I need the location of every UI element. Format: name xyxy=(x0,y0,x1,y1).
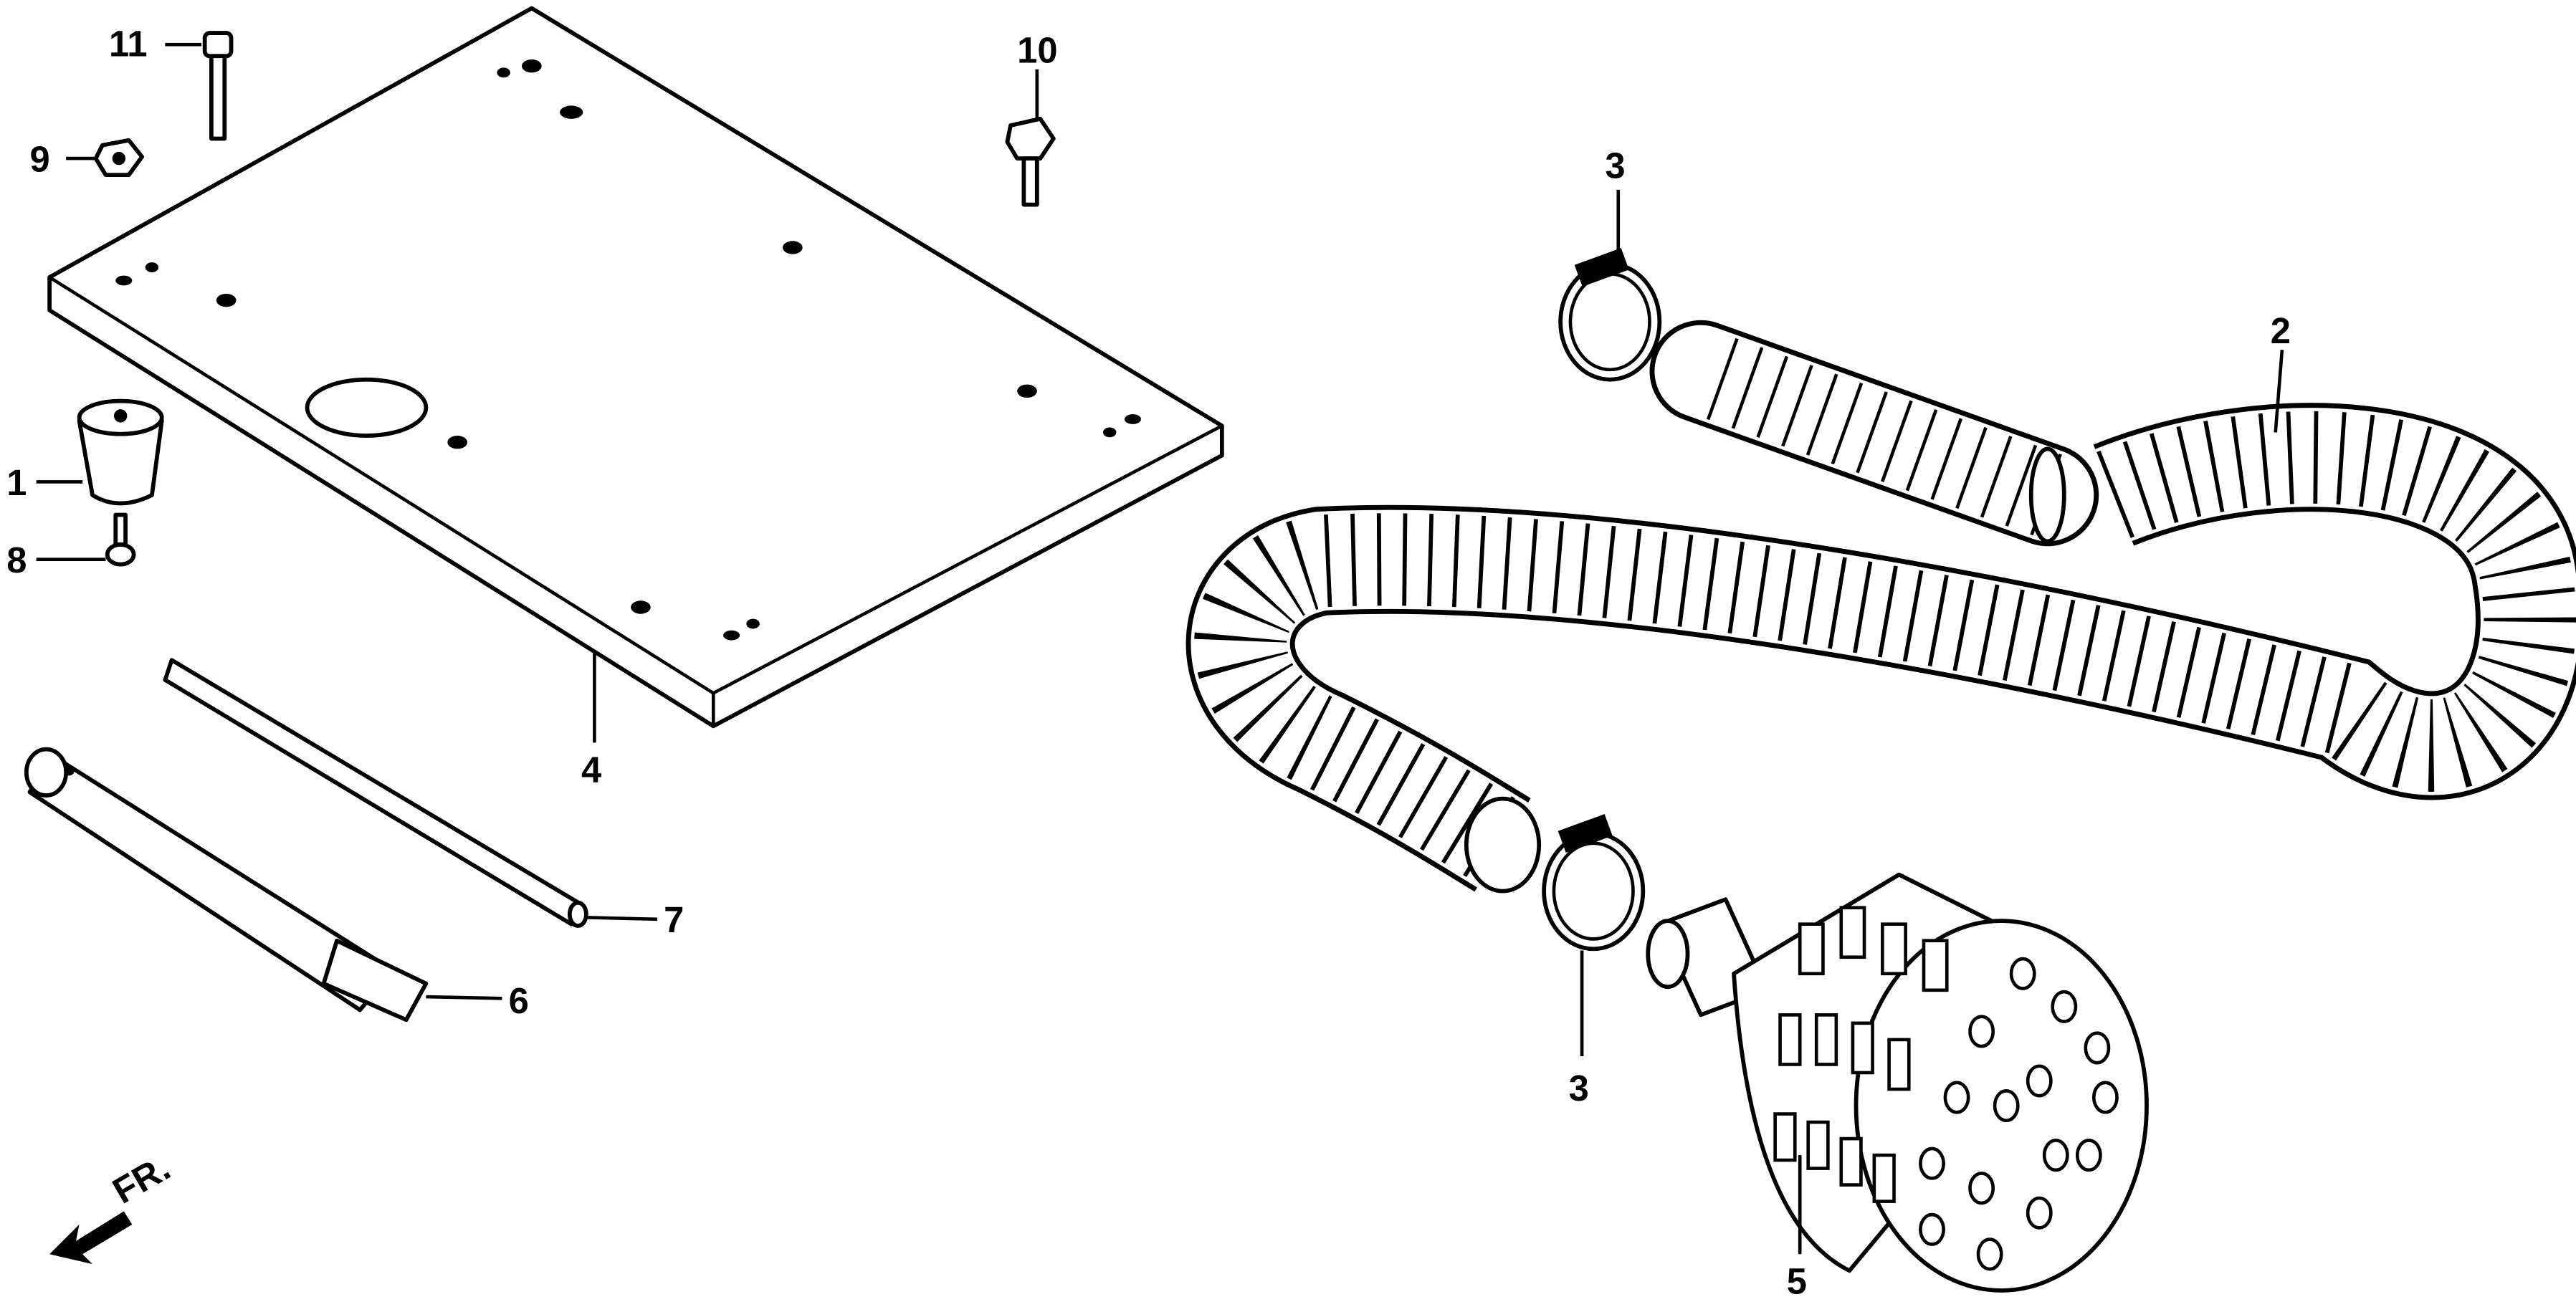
callout-7: 7 xyxy=(664,899,684,940)
rod-7 xyxy=(163,658,657,928)
bolt-11-icon xyxy=(165,31,234,141)
hose-clamp-top-icon xyxy=(1558,189,1662,382)
hose-clamp-bottom-icon xyxy=(1542,814,1646,1056)
callout-1: 1 xyxy=(6,462,27,503)
callout-9: 9 xyxy=(29,139,49,180)
callout-5: 5 xyxy=(1787,1261,1807,1302)
front-direction-label: FR. xyxy=(105,1147,176,1212)
tube-6 xyxy=(24,747,502,1023)
callout-11: 11 xyxy=(109,23,148,64)
callout-8: 8 xyxy=(6,540,27,580)
callout-3-top: 3 xyxy=(1605,145,1625,186)
strainer xyxy=(1646,872,2149,1293)
suction-hose xyxy=(1186,320,2576,894)
callout-6: 6 xyxy=(509,980,529,1021)
callout-10: 10 xyxy=(1017,30,1057,71)
rubber-mount-1-icon xyxy=(36,398,164,506)
callout-2: 2 xyxy=(2271,310,2291,351)
front-direction-arrow-icon xyxy=(49,1211,133,1265)
screw-8-icon xyxy=(36,512,136,567)
nut-9-icon xyxy=(66,138,145,178)
callout-3-bottom: 3 xyxy=(1569,1068,1589,1109)
callout-4: 4 xyxy=(581,750,601,790)
bolt-10-icon xyxy=(1005,69,1056,207)
base-plate xyxy=(47,6,1224,729)
